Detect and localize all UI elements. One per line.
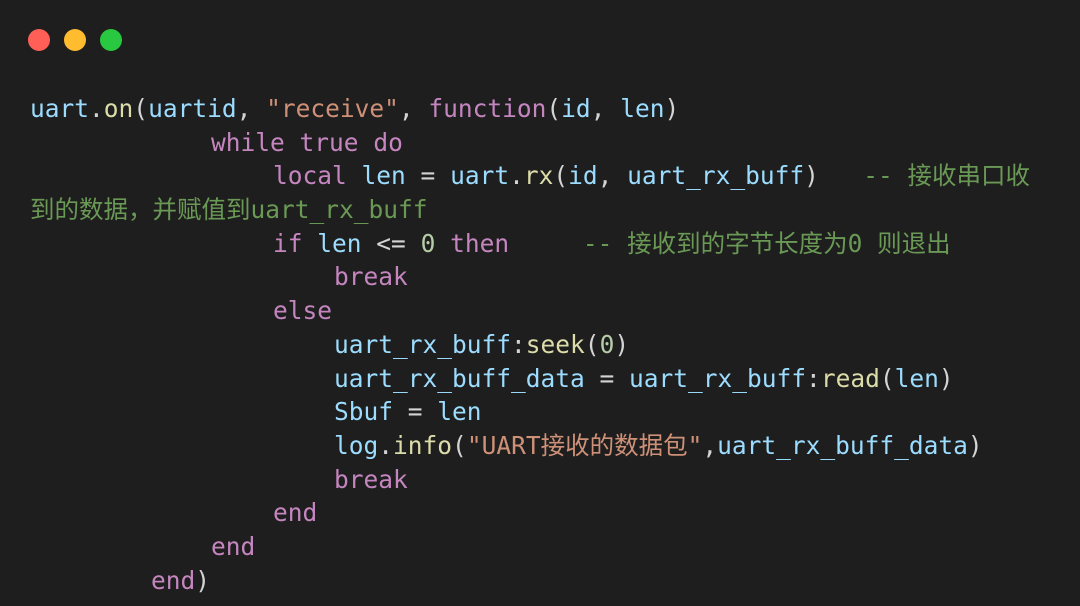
code-token: , <box>398 94 429 123</box>
code-token: , <box>236 94 267 123</box>
code-token: if <box>273 228 303 258</box>
code-token: = <box>405 161 451 191</box>
code-line: uart_rx_buff:seek(0) <box>30 328 1070 362</box>
code-token: do <box>373 127 403 157</box>
code-line: if len <= 0 then -- 接收到的字节长度为0 则退出 <box>30 227 1070 261</box>
code-line: log.info("UART接收的数据包",uart_rx_buff_data) <box>30 429 1070 463</box>
code-line: end <box>30 530 1070 564</box>
code-token: then <box>450 228 510 258</box>
code-token: end <box>273 498 318 528</box>
code-token: rx <box>523 161 554 191</box>
code-token: break <box>334 464 408 494</box>
code-line: Sbuf = len <box>30 395 1070 429</box>
code-token <box>359 128 374 157</box>
code-token: ) <box>938 363 954 393</box>
code-token: uart <box>450 161 510 191</box>
code-token: ( <box>553 161 569 191</box>
code-token <box>435 229 450 258</box>
code-line: break <box>30 260 1070 294</box>
code-line: while true do <box>30 126 1070 160</box>
code-token: uart_rx_buff_data <box>717 430 968 460</box>
code-token: ( <box>133 94 149 123</box>
code-line: uart.on(uartid, "receive", function(id, … <box>30 92 1070 126</box>
code-block: uart.on(uartid, "receive", function(id, … <box>30 92 1070 597</box>
close-window-button[interactable] <box>28 29 50 51</box>
code-line: end <box>30 496 1070 530</box>
code-token: 0 <box>599 329 615 359</box>
code-token: true <box>299 127 359 157</box>
code-token: local <box>273 161 347 191</box>
code-token: uart_rx_buff <box>627 161 805 191</box>
code-token: = <box>584 363 630 393</box>
code-token: , <box>702 430 718 460</box>
code-token: len <box>361 161 406 191</box>
code-token: , <box>597 161 628 191</box>
code-token: . <box>378 430 394 460</box>
code-line: break <box>30 463 1070 497</box>
code-token: ) <box>614 329 630 359</box>
code-token: Sbuf <box>334 397 394 427</box>
code-token: uart_rx_buff <box>629 363 807 393</box>
code-token: ( <box>546 94 562 123</box>
code-token: id <box>561 94 591 123</box>
code-token: len <box>437 397 482 427</box>
code-line: local len = uart.rx(id, uart_rx_buff) --… <box>30 159 1070 193</box>
code-token <box>347 161 362 190</box>
code-token: : <box>511 329 526 359</box>
code-token: function <box>428 94 547 123</box>
code-token: len <box>620 94 665 123</box>
code-token: ) <box>804 161 819 191</box>
code-token: uartid <box>148 94 237 123</box>
code-token: break <box>334 262 408 292</box>
code-token: uart <box>30 94 90 123</box>
code-token: -- 接收串口收 <box>818 161 1030 191</box>
code-token: seek <box>525 329 585 359</box>
code-token: 0 <box>420 228 436 258</box>
code-token: on <box>103 94 134 123</box>
maximize-window-button[interactable] <box>100 29 122 51</box>
code-token <box>285 128 300 157</box>
code-token: ( <box>584 329 600 359</box>
code-token: "UART接收的数据包" <box>466 430 703 460</box>
code-token: 到的数据，并赋值到uart_rx_buff <box>30 195 428 225</box>
code-token: ) <box>195 565 211 595</box>
code-token: info <box>393 430 453 460</box>
code-token: len <box>317 228 362 258</box>
code-token <box>303 229 318 258</box>
code-token: . <box>509 161 524 191</box>
code-token: : <box>806 363 821 393</box>
code-token: while <box>211 127 285 157</box>
code-line: end) <box>30 564 1070 598</box>
code-token: = <box>393 397 438 427</box>
code-token: ( <box>879 363 895 393</box>
code-token: ) <box>967 430 983 460</box>
code-token: id <box>568 161 598 191</box>
code-token: else <box>273 296 333 326</box>
code-line: else <box>30 294 1070 328</box>
code-token: len <box>894 363 939 393</box>
code-token: , <box>590 94 621 123</box>
minimize-window-button[interactable] <box>64 29 86 51</box>
code-token: uart_rx_buff <box>334 329 512 359</box>
code-line: 到的数据，并赋值到uart_rx_buff <box>30 193 1070 227</box>
code-token: uart_rx_buff_data <box>334 363 585 393</box>
code-token: ) <box>664 94 680 123</box>
code-token: end <box>151 565 196 595</box>
code-token: <= <box>361 228 421 258</box>
code-line: uart_rx_buff_data = uart_rx_buff:read(le… <box>30 362 1070 396</box>
code-token: "receive" <box>266 94 399 123</box>
code-token: log <box>334 430 379 460</box>
code-token: -- 接收到的字节长度为0 则退出 <box>509 228 951 258</box>
code-token: ( <box>452 430 467 460</box>
code-token: end <box>211 531 256 561</box>
code-token: read <box>820 363 880 393</box>
code-token: . <box>89 94 104 123</box>
